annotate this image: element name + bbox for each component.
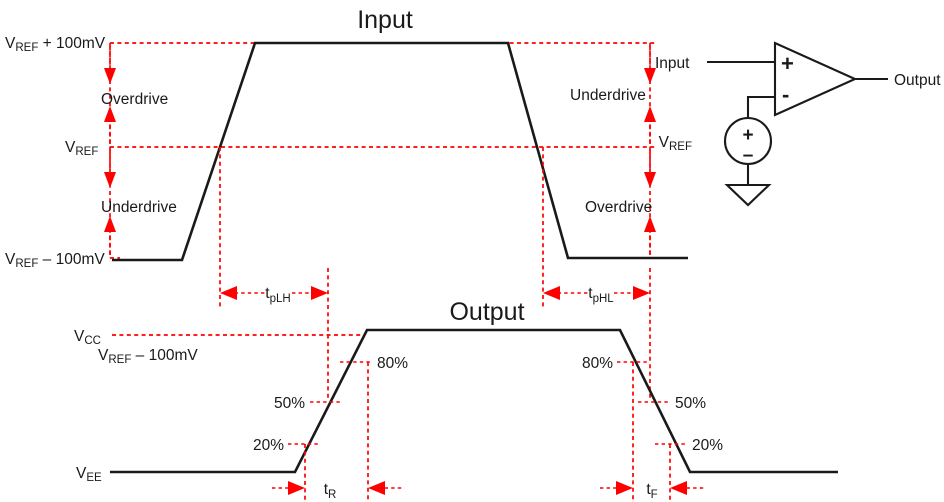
tr-arrow-head-left xyxy=(288,481,305,495)
circuit-input-label: Input xyxy=(655,55,690,72)
tphl-arrow-head-left xyxy=(543,286,560,300)
ground-symbol xyxy=(724,183,772,207)
output-title: Output xyxy=(449,298,524,326)
tf-arrow-head-left xyxy=(616,481,633,495)
tr-arrow-head-right xyxy=(368,481,385,495)
circuit-output-label: Output xyxy=(894,72,941,89)
vcc-label: VCC xyxy=(74,328,101,347)
rise-50-label: 50% xyxy=(274,395,305,412)
underdrive-right-arrow-head-up xyxy=(644,106,656,122)
source-minus-sign: – xyxy=(743,145,754,166)
comparator-minus-wire xyxy=(746,95,775,118)
underdrive-left-arrow-head xyxy=(104,172,116,188)
tplh-arrow-head-right xyxy=(311,286,328,300)
output-waveform-trace xyxy=(110,328,838,474)
circuit-vref-label: VREF xyxy=(659,134,692,153)
underdrive-right-label: Underdrive xyxy=(570,87,646,104)
tr-label: tR xyxy=(324,481,337,501)
underdrive-left-arrow-head-up xyxy=(104,216,116,232)
comparator-plus-terminal-sign: + xyxy=(781,51,794,76)
vee-label: VEE xyxy=(76,465,102,484)
rise-80-label: 80% xyxy=(377,355,408,372)
tplh-label: tpLH xyxy=(265,285,290,305)
tf-arrow-head-right xyxy=(670,481,687,495)
tplh-arrow-head-left xyxy=(220,286,237,300)
overdrive-left-arrow-head-up xyxy=(104,106,116,122)
source-plus-sign: + xyxy=(742,125,753,146)
vref-plus-100mv-label: VREF + 100mV xyxy=(5,35,106,54)
overdrive-left-label: Overdrive xyxy=(101,91,168,108)
tf-label: tF xyxy=(646,481,657,501)
input-title: Input xyxy=(357,6,413,34)
fall-80-label: 80% xyxy=(582,355,613,372)
comparator-triangle-symbol xyxy=(773,41,858,117)
vref-label: VREF xyxy=(65,139,98,158)
tphl-label: tpHL xyxy=(588,285,614,305)
vref-minus-100mv-label: VREF – 100mV xyxy=(5,251,105,270)
fall-50-label: 50% xyxy=(675,395,706,412)
overdrive-left-arrow-head xyxy=(104,68,116,84)
overdrive-right-arrow-head xyxy=(644,172,656,188)
rise-20-label: 20% xyxy=(253,437,284,454)
fall-20-label: 20% xyxy=(692,437,723,454)
overdrive-right-arrow-head-up xyxy=(644,216,656,232)
input-waveform-trace xyxy=(112,41,688,262)
comparator-minus-terminal-sign: - xyxy=(782,82,789,107)
vref-minus-100mv-output-label: VREF – 100mV xyxy=(98,347,198,366)
underdrive-right-arrow-head xyxy=(644,68,656,84)
underdrive-left-label: Underdrive xyxy=(101,199,177,216)
tphl-arrow-head-right xyxy=(633,286,650,300)
overdrive-right-label: Overdrive xyxy=(585,199,652,216)
